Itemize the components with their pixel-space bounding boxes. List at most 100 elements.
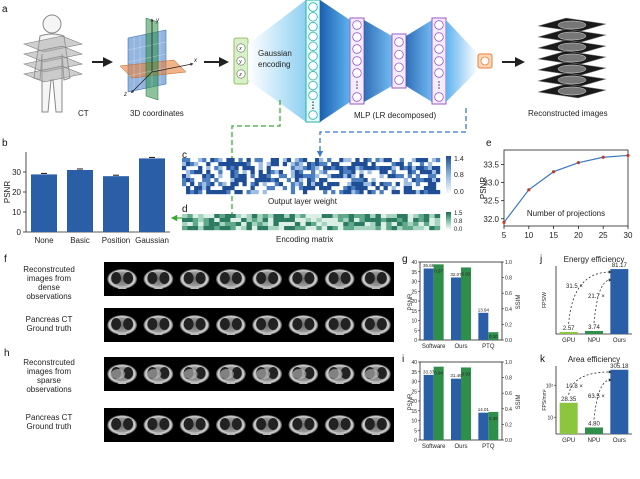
heatmap-cell <box>182 182 187 187</box>
heatmap-cell <box>331 162 336 167</box>
image-slice-body <box>557 64 587 74</box>
y-tick-label: 40 <box>411 360 417 366</box>
heatmap-cell <box>431 186 437 191</box>
gaussian-encoding-funnel <box>248 0 306 122</box>
heatmap-cell <box>331 174 336 179</box>
heatmap-cell <box>411 158 417 163</box>
table-line <box>154 382 163 384</box>
heatmap-cell <box>379 170 384 175</box>
heatmap-cell <box>363 158 368 163</box>
table-line <box>263 287 272 289</box>
neuron-node <box>308 71 318 81</box>
heatmap-cell <box>192 222 199 227</box>
y-axis-label: PSNR <box>479 177 488 199</box>
colorbar-d-tick: 0.8 <box>454 219 463 225</box>
heatmap-cell <box>327 166 332 171</box>
heatmap-cell <box>290 174 296 179</box>
dashed-connector-weights <box>316 108 467 158</box>
row-label-line: images from <box>27 367 71 376</box>
heatmap-cell <box>418 222 425 227</box>
gaussian-label: Gaussian <box>258 49 292 58</box>
heatmap-cell <box>198 186 203 191</box>
lung-region <box>256 272 267 284</box>
y2-tick-label: 0.8 <box>505 376 512 382</box>
y-tick-label: 15 <box>411 309 417 315</box>
heatmap-cell <box>225 218 231 223</box>
table-line <box>154 287 163 289</box>
lung-region <box>256 318 267 330</box>
colorbar-d-tick: 1.5 <box>454 211 463 217</box>
heatmap-cell <box>370 222 376 227</box>
heatmap-cell <box>359 186 364 191</box>
heatmap-cell <box>355 182 360 187</box>
y-tick-label: 33.0 <box>483 179 499 188</box>
heatmap-cell <box>355 186 360 191</box>
image-slice-body <box>557 75 587 85</box>
neuron-node <box>352 20 362 30</box>
lung-region <box>159 418 170 430</box>
heatmap-cell <box>419 166 425 171</box>
heatmap-cell <box>359 174 364 179</box>
heatmap-cell <box>294 178 300 183</box>
heatmap-cell <box>294 226 301 231</box>
heatmap-cell <box>402 226 408 231</box>
heatmap-cell <box>407 190 412 195</box>
heatmap-cell <box>415 190 421 195</box>
heatmap-cell <box>258 158 263 163</box>
heatmap-cell <box>218 162 223 167</box>
heatmap-cell <box>380 226 387 231</box>
lung-region <box>364 418 375 430</box>
heatmap-cell <box>294 174 300 179</box>
heatmap-cell <box>327 158 332 163</box>
heatmap-cell <box>230 174 235 179</box>
heatmap-cell <box>315 158 320 163</box>
heatmap-cell <box>311 186 316 191</box>
heatmap-cell <box>354 214 360 219</box>
colorbar-c <box>446 156 451 194</box>
heatmap-cell <box>311 182 316 187</box>
heatmap-cell <box>327 174 332 179</box>
heatmap-cell <box>219 226 226 231</box>
heatmap-cell <box>391 186 396 191</box>
heatmap-cell <box>351 190 356 195</box>
heatmap-cell <box>427 174 433 179</box>
heatmap-cell <box>258 162 263 167</box>
heatmap-cell <box>434 214 441 219</box>
heatmap-cell <box>246 166 251 171</box>
heatmap-cell <box>402 222 408 227</box>
ratio-arrow <box>593 278 612 324</box>
heatmap-cell <box>266 162 271 167</box>
table-line <box>118 433 127 435</box>
heatmap-cell <box>187 218 193 223</box>
heatmap-cell <box>289 226 296 231</box>
heatmap-cell <box>254 178 259 183</box>
lung-region <box>364 272 375 284</box>
data-label: 0.36 <box>489 416 498 421</box>
heatmap-cell <box>286 178 292 183</box>
bar <box>31 174 57 232</box>
heatmap-cell <box>399 162 404 167</box>
heatmap-cell <box>225 222 231 227</box>
table-line <box>371 433 380 435</box>
heatmap-cell <box>302 166 308 171</box>
heatmap-cell <box>290 190 296 195</box>
data-label: 4.80 <box>588 421 600 427</box>
heatmap-cell <box>198 222 204 227</box>
heatmap-cell <box>391 166 396 171</box>
table-line <box>190 433 199 435</box>
y-tick-label: 10 <box>411 319 417 325</box>
lung-region <box>292 272 303 284</box>
row-label-line: images from <box>27 274 71 283</box>
ratio-label: 63.5 × <box>588 394 605 400</box>
heatmap-cell <box>262 218 269 223</box>
x-tick-label: 30 <box>624 231 633 240</box>
heatmap-cell <box>311 174 316 179</box>
heatmap-cell <box>339 158 344 163</box>
heatmap-cell <box>379 190 384 195</box>
heatmap-cell <box>306 186 312 191</box>
heatmap-cell <box>391 226 398 231</box>
heatmap-cell <box>375 186 380 191</box>
lung-region <box>147 272 158 284</box>
heatmap-cell <box>202 178 207 183</box>
